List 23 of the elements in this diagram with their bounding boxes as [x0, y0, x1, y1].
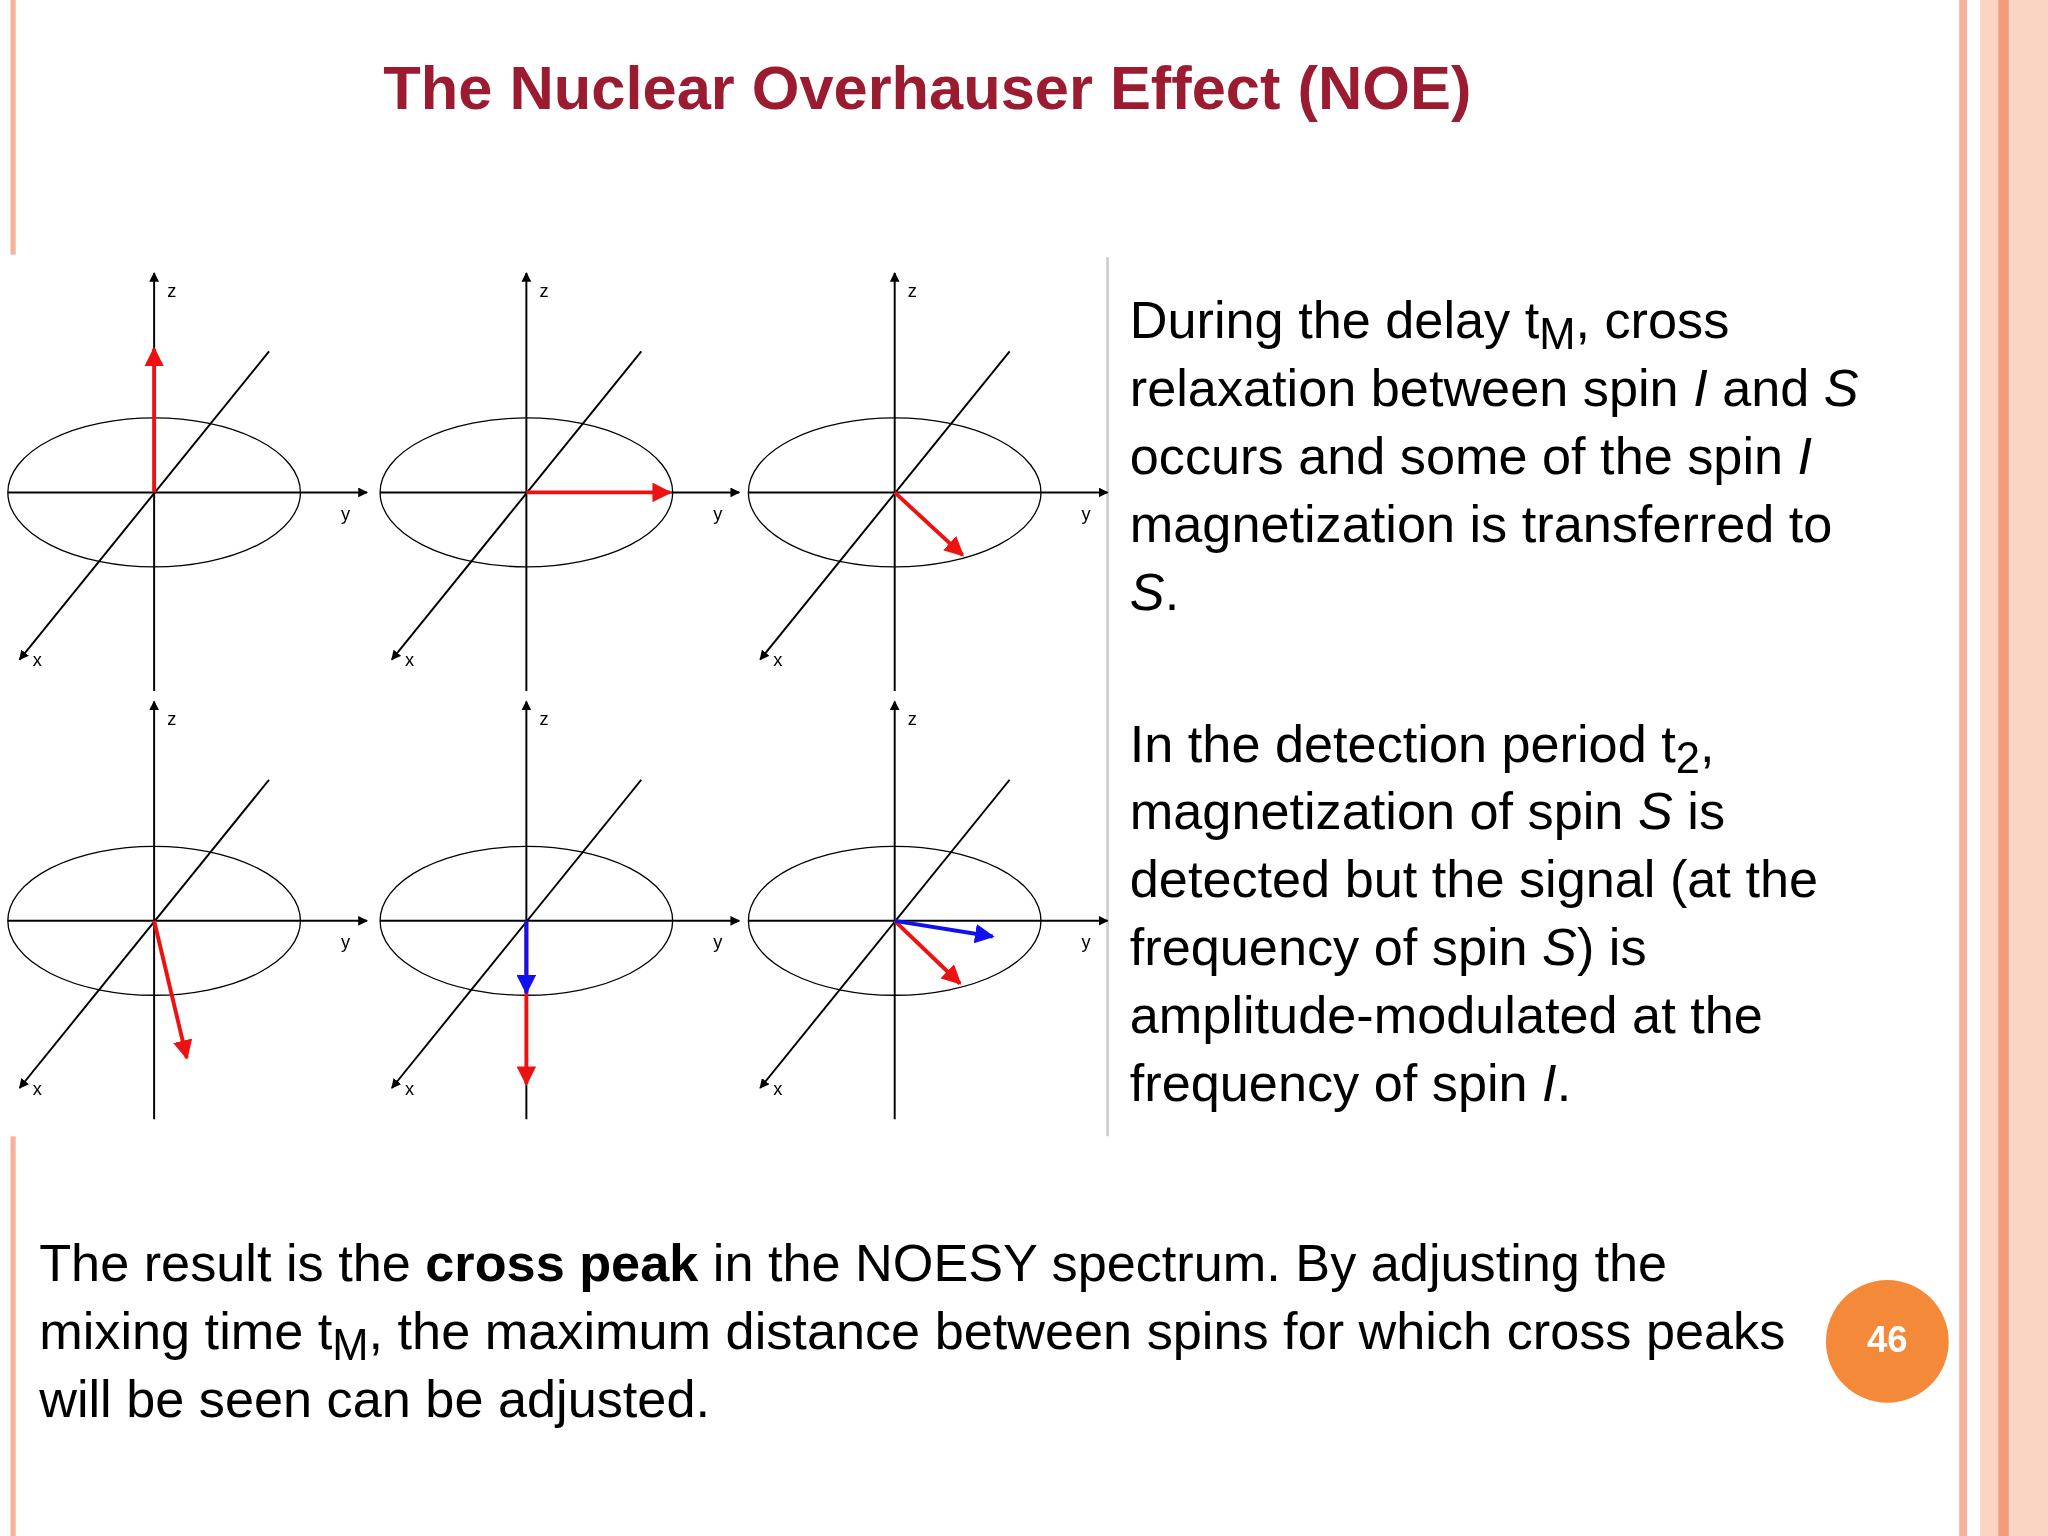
paragraph: During the delay t$_{M}$, cross relaxation between spin I and S occurs and some of the spin I magnetization is transferred to S. [1129, 290, 1860, 624]
axis-label: y [340, 502, 351, 525]
axis-label: x [773, 649, 783, 672]
axis-label: x [32, 1077, 42, 1100]
axis-label: y [1081, 502, 1091, 525]
axis-label: x [773, 1077, 783, 1100]
paragraph: The result is the cross peak in the NOESY spectrum. By adjusting the mixing time t$_{M}$, the maximum distance between spins for which cross peaks will be seen can be adjusted. [39, 1233, 1787, 1431]
axis-label: z [539, 279, 549, 302]
axis-label: z [167, 279, 177, 302]
axis-label: z [167, 707, 177, 730]
axis-label: y [1081, 931, 1091, 954]
axis-label: y [713, 931, 723, 954]
slide-title: The Nuclear Overhauser Effect (NOE) [382, 52, 1473, 124]
axis-label: x [32, 649, 42, 672]
axis-label: z [907, 707, 917, 730]
axis-label: z [907, 279, 917, 302]
axis-label: x [404, 649, 415, 672]
axis-label: z [539, 707, 549, 730]
axis-label: y [340, 931, 351, 954]
axis-label: y [713, 502, 723, 525]
axis-label: x [404, 1077, 415, 1100]
paragraph: In the detection period t$_{2}$, magnetization of spin S is detected but the signal (at the frequency of spin S) is amplitude-modulated at the frequency of spin I. [1129, 713, 1819, 1115]
page-number: 46 [1866, 1319, 1909, 1362]
